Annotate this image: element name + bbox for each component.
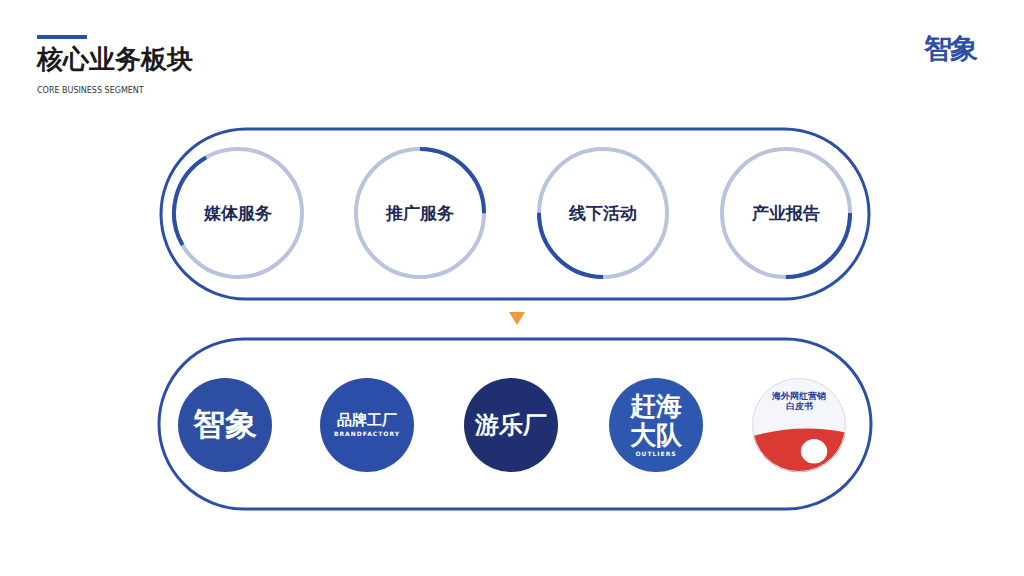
lower-band [159, 339, 871, 509]
node-label: 游乐厂 [475, 412, 547, 438]
title-bar [37, 35, 87, 39]
node-label: 智象 [193, 407, 257, 442]
brand-circle: 赶海大队 OUTLIERS [609, 378, 703, 472]
node-label: 海外网红营销 白皮书 [769, 392, 829, 412]
node-label: 赶海大队 [628, 392, 684, 449]
node-label: 品牌工厂 [337, 412, 397, 429]
service-circle: 线下活动 [536, 146, 670, 280]
service-circle: 媒体服务 [171, 146, 305, 280]
brand-circle: 品牌工厂 BRANDFACTORY [320, 378, 414, 472]
node-sublabel: OUTLIERS [635, 451, 676, 458]
brand-circle: 海外网红营销 白皮书 [752, 378, 846, 472]
node-label: 媒体服务 [204, 202, 272, 225]
page-title: 核心业务板块 [37, 42, 193, 77]
node-label: 产业报告 [752, 202, 820, 225]
service-circle: 产业报告 [719, 146, 853, 280]
node-label: 推广服务 [386, 202, 454, 225]
brand-circle: 游乐厂 [464, 378, 558, 472]
upper-band [161, 129, 869, 299]
node-label: 线下活动 [569, 202, 637, 225]
service-circle: 推广服务 [353, 146, 487, 280]
brand-logo: 智象 [924, 30, 976, 68]
subtitle: CORE BUSINESS SEGMENT [37, 86, 144, 95]
brand-circle: 智象 [178, 378, 272, 472]
down-triangle [509, 312, 525, 325]
node-sublabel: BRANDFACTORY [334, 431, 400, 438]
